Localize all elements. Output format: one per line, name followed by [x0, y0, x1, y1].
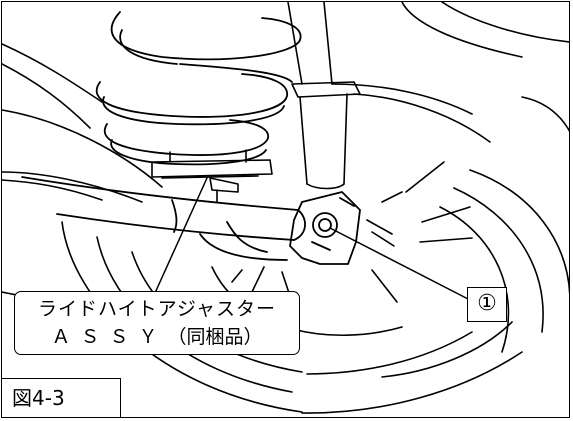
lower-arm — [21, 176, 306, 261]
callout-included-note: （同梱品） — [167, 326, 263, 348]
shock-absorber — [287, 2, 361, 190]
marker-leader-line — [329, 227, 471, 301]
callout-part-detail: ＡＳＳＹ（同梱品） — [15, 325, 299, 349]
callout-part-name: ライドハイトアジャスター — [38, 298, 276, 320]
disc-marks — [231, 161, 473, 303]
coil-spring — [95, 11, 302, 166]
adjuster-bracket — [289, 191, 361, 265]
body-lines — [2, 2, 569, 313]
figure-number-label: 図4-3 — [2, 378, 121, 417]
spring-seat — [151, 149, 273, 203]
suspension-line-drawing — [2, 2, 569, 414]
reference-marker: ① — [467, 287, 507, 322]
callout-leader-line — [154, 177, 208, 294]
part-callout: ライドハイトアジャスター ＡＳＳＹ（同梱品） — [14, 291, 300, 355]
leader-lines — [154, 177, 471, 301]
callout-assy-text: ＡＳＳＹ — [51, 326, 168, 348]
